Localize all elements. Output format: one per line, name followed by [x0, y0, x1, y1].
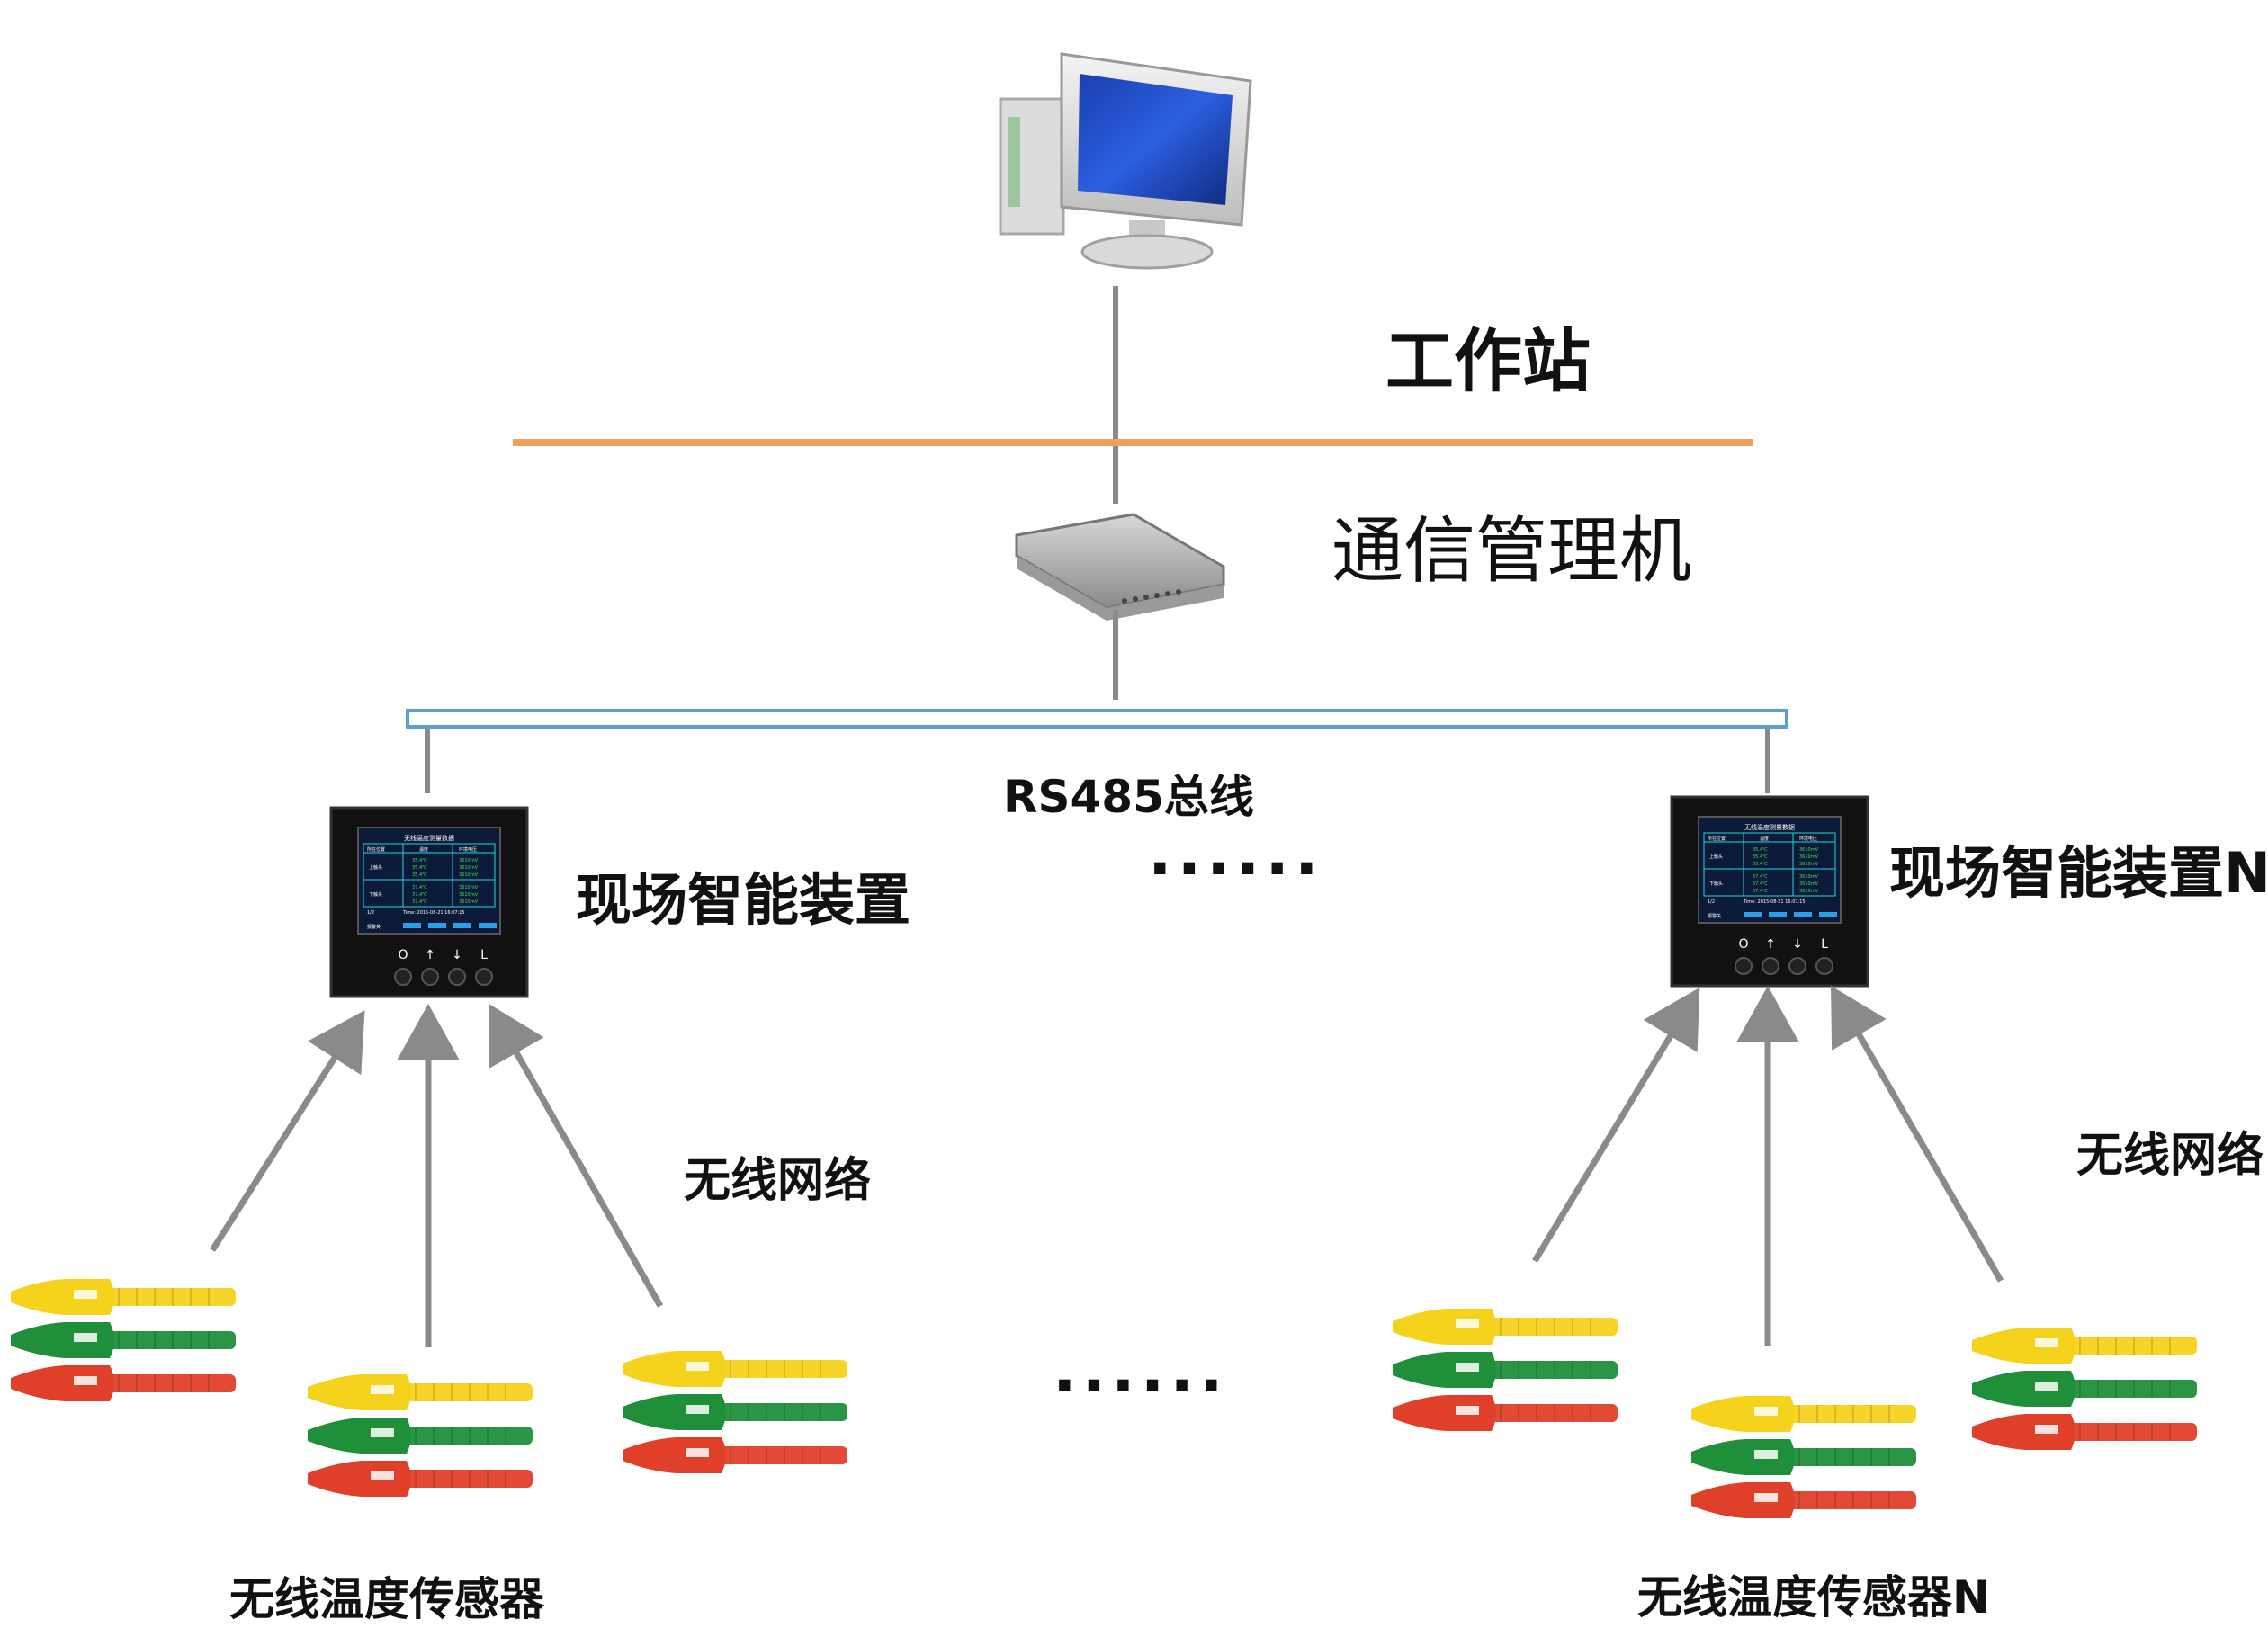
sensor-set-1 [11, 1279, 236, 1401]
svg-text:37.4℃: 37.4℃ [412, 899, 427, 905]
svg-text:3610mV: 3610mV [1799, 874, 1819, 880]
svg-text:37.4℃: 37.4℃ [1753, 881, 1768, 887]
sensor-n-label: 无线温度传感器N [1637, 1571, 1990, 1624]
svg-text:37.4℃: 37.4℃ [1753, 889, 1768, 894]
svg-text:O: O [1738, 937, 1748, 952]
svg-text:35.4℃: 35.4℃ [412, 858, 427, 863]
comm-manager-label: 通信管理机 [1331, 509, 1691, 593]
svg-text:35.4℃: 35.4℃ [1753, 862, 1768, 867]
svg-text:↓: ↓ [1792, 937, 1803, 952]
svg-text:35.4℃: 35.4℃ [1753, 854, 1768, 860]
ellipsis-middle: ······ [1148, 832, 1324, 906]
svg-text:Time: 2015-08-21 16:07:15: Time: 2015-08-21 16:07:15 [402, 910, 465, 916]
svg-text:35.4℃: 35.4℃ [1753, 847, 1768, 853]
svg-text:下触头: 下触头 [369, 891, 382, 898]
field-device-1-icon: 无线温度测量数据 35.4℃35.4℃35.4℃ 3610mV3610mV361… [329, 806, 529, 998]
svg-text:环境电压: 环境电压 [459, 846, 477, 853]
svg-text:L: L [1821, 937, 1828, 952]
sensor-set-3 [623, 1351, 847, 1473]
svg-text:3610mV: 3610mV [1799, 854, 1819, 860]
device-n-screen-title: 无线温度测量数据 [1744, 823, 1795, 831]
svg-text:↑: ↑ [1765, 937, 1776, 952]
svg-text:1/2: 1/2 [367, 910, 374, 916]
svg-text:3610mV: 3610mV [459, 899, 479, 905]
svg-text:上触头: 上触头 [1709, 854, 1723, 860]
svg-text:35.4℃: 35.4℃ [412, 865, 427, 871]
svg-text:下触头: 下触头 [1709, 881, 1723, 887]
svg-text:上触头: 上触头 [369, 864, 382, 871]
svg-text:3610mV: 3610mV [1799, 862, 1819, 867]
rs485-bus [406, 709, 1788, 729]
comm-manager-router-icon [1015, 513, 1225, 621]
svg-text:3610mV: 3610mV [1799, 881, 1819, 887]
svg-text:所在位置: 所在位置 [367, 846, 385, 853]
workstation-label: 工作站 [1385, 321, 1591, 401]
svg-text:37.4℃: 37.4℃ [1753, 874, 1768, 880]
sensor-label: 无线温度传感器 [229, 1573, 544, 1625]
svg-text:37.4℃: 37.4℃ [412, 885, 427, 890]
svg-text:↑: ↑ [425, 948, 435, 962]
sensor-set-5 [1691, 1396, 1916, 1518]
device-n-label: 现场智能装置N [1889, 840, 2268, 906]
svg-text:1/2: 1/2 [1708, 899, 1715, 905]
sensor-set-2 [308, 1374, 533, 1497]
svg-text:环境电压: 环境电压 [1799, 836, 1817, 842]
svg-text:3610mV: 3610mV [459, 865, 479, 871]
svg-text:3610mV: 3610mV [459, 892, 479, 898]
svg-text:3610mV: 3610mV [459, 858, 479, 863]
svg-text:所在位置: 所在位置 [1708, 836, 1726, 842]
svg-text:温度: 温度 [1760, 836, 1769, 842]
svg-text:35.4℃: 35.4℃ [412, 872, 427, 878]
wireless-n-label: 无线网络 [2076, 1129, 2264, 1183]
svg-text:报警关: 报警关 [1708, 913, 1721, 919]
device-label: 现场智能装置 [576, 867, 911, 933]
svg-text:37.4℃: 37.4℃ [412, 892, 427, 898]
svg-text:3610mV: 3610mV [459, 885, 479, 890]
svg-text:3610mV: 3610mV [1799, 847, 1819, 853]
wireless-label: 无线网络 [684, 1154, 872, 1208]
svg-text:L: L [480, 948, 488, 962]
wireless-arrows-right [1532, 985, 2004, 1346]
sensor-set-6 [1972, 1328, 2197, 1450]
bus-label: RS485总线 [1003, 771, 1254, 823]
svg-text:↓: ↓ [452, 948, 462, 962]
svg-text:温度: 温度 [419, 846, 428, 853]
svg-text:Time: 2015-08-21 16:07:15: Time: 2015-08-21 16:07:15 [1743, 899, 1806, 905]
svg-text:3610mV: 3610mV [1799, 889, 1819, 894]
svg-text:报警关: 报警关 [367, 924, 381, 930]
ellipsis-bottom: ······ [1053, 1349, 1229, 1423]
svg-text:O: O [398, 948, 408, 962]
field-device-n-icon: 无线温度测量数据 35.4℃35.4℃35.4℃ 3610mV3610mV361… [1670, 795, 1869, 988]
device-screen-title: 无线温度测量数据 [404, 834, 454, 842]
wireless-arrows-left [210, 1003, 664, 1347]
sensor-set-4 [1393, 1309, 1618, 1431]
workstation-computer-icon [999, 52, 1252, 270]
svg-text:3610mV: 3610mV [459, 872, 479, 878]
